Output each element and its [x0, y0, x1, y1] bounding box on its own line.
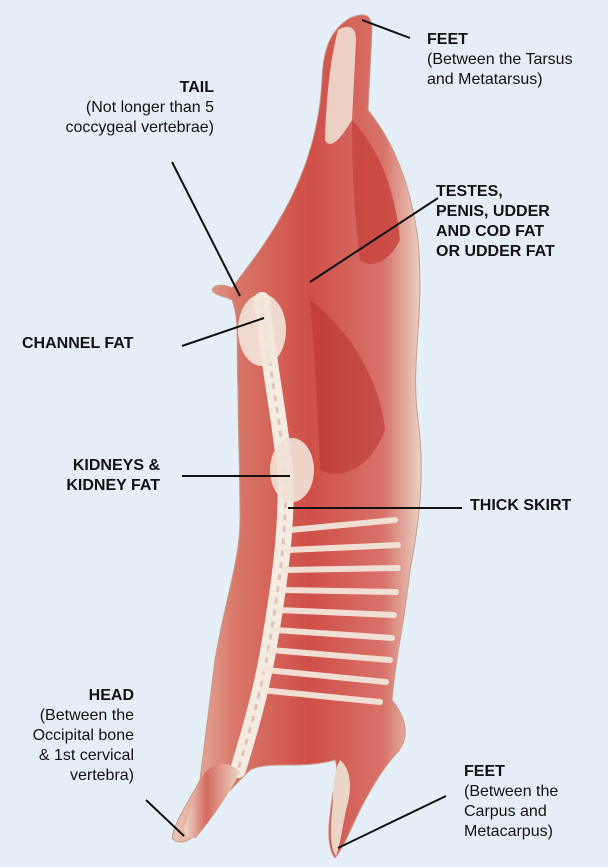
- label-testes-line3: AND COD FAT: [436, 222, 555, 242]
- label-testes: TESTES, PENIS, UDDER AND COD FAT OR UDDE…: [436, 182, 555, 262]
- label-feet-bottom-line1: (Between the: [464, 782, 558, 802]
- label-kidneys: KIDNEYS & KIDNEY FAT: [40, 456, 160, 496]
- label-feet-top-line2: and Metatarsus): [427, 70, 573, 90]
- label-tail-title: TAIL: [50, 78, 214, 98]
- label-thick-skirt-title: THICK SKIRT: [470, 496, 571, 516]
- label-tail-line2: coccygeal vertebrae): [50, 118, 214, 138]
- carcass-body: [172, 15, 421, 858]
- label-tail: TAIL (Not longer than 5 coccygeal verteb…: [50, 78, 214, 138]
- label-head-line4: vertebra): [6, 766, 134, 786]
- label-testes-line2: PENIS, UDDER: [436, 202, 555, 222]
- label-kidneys-line1: KIDNEYS &: [40, 456, 160, 476]
- label-feet-top-title: FEET: [427, 30, 573, 50]
- label-head-title: HEAD: [6, 686, 134, 706]
- label-head-line2: Occipital bone: [6, 726, 134, 746]
- label-channel-fat: CHANNEL FAT: [22, 334, 133, 354]
- label-feet-bottom: FEET (Between the Carpus and Metacarpus): [464, 762, 558, 842]
- label-feet-top-line1: (Between the Tarsus: [427, 50, 573, 70]
- label-channel-fat-title: CHANNEL FAT: [22, 334, 133, 354]
- label-head-line1: (Between the: [6, 706, 134, 726]
- label-head-line3: & 1st cervical: [6, 746, 134, 766]
- label-feet-top: FEET (Between the Tarsus and Metatarsus): [427, 30, 573, 90]
- label-feet-bottom-line2: Carpus and: [464, 802, 558, 822]
- label-feet-bottom-line3: Metacarpus): [464, 822, 558, 842]
- label-testes-line4: OR UDDER FAT: [436, 242, 555, 262]
- label-thick-skirt: THICK SKIRT: [470, 496, 571, 516]
- label-kidneys-line2: KIDNEY FAT: [40, 476, 160, 496]
- label-testes-line1: TESTES,: [436, 182, 555, 202]
- label-head: HEAD (Between the Occipital bone & 1st c…: [6, 686, 134, 786]
- label-feet-bottom-title: FEET: [464, 762, 558, 782]
- label-tail-line1: (Not longer than 5: [50, 98, 214, 118]
